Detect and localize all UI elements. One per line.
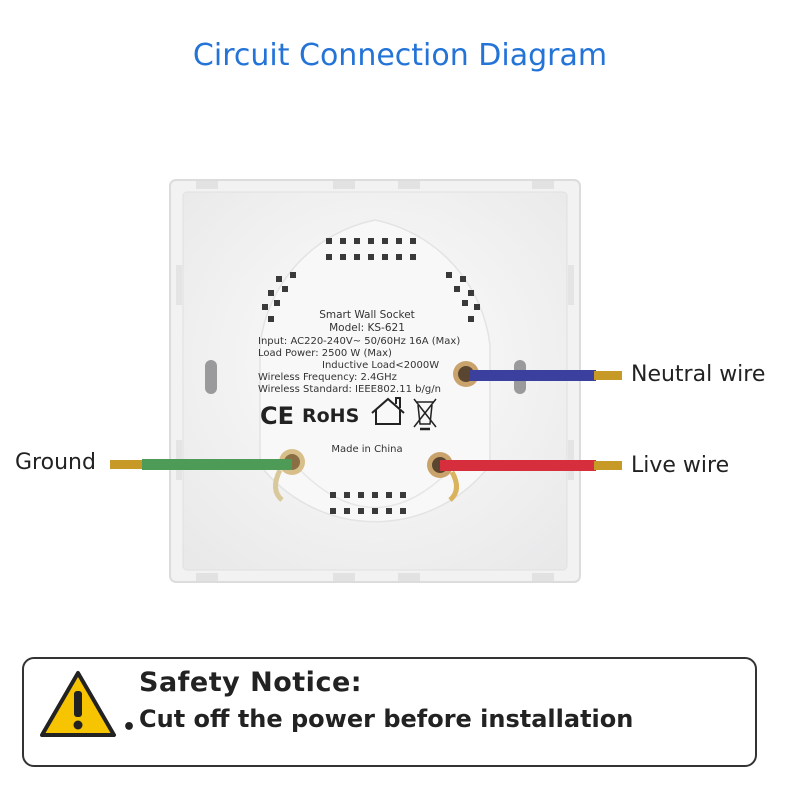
vent-holes-bottom <box>330 492 406 514</box>
ground-label: Ground <box>15 450 96 475</box>
vent-holes-left <box>262 272 296 322</box>
safety-notice-box: Safety Notice: • Cut off the power befor… <box>22 657 757 767</box>
ground-wire <box>110 459 292 470</box>
mounting-hole-left <box>205 360 217 394</box>
house-icon <box>371 397 405 425</box>
safety-notice-text: Cut off the power before installation <box>139 705 634 733</box>
safety-notice-title: Safety Notice: <box>139 667 363 698</box>
bullet-point: • <box>122 715 137 740</box>
socket-diagram: Smart Wall Socket Model: KS-621 Input: A… <box>110 179 622 583</box>
device-inductive-load: Inductive Load<2000W <box>322 360 439 371</box>
page-title: Circuit Connection Diagram <box>192 38 608 73</box>
device-input: Input: AC220-240V~ 50/60Hz 16A (Max) <box>258 336 460 347</box>
neutral-wire-label: Neutral wire <box>631 362 766 387</box>
device-wireless-frequency: Wireless Frequency: 2.4GHz <box>258 372 397 383</box>
vent-holes-right <box>446 272 480 322</box>
warning-triangle-icon <box>40 671 116 737</box>
ce-mark: CE <box>260 402 294 430</box>
live-wire-label: Live wire <box>631 453 730 478</box>
made-in-label: Made in China <box>331 444 402 455</box>
rohs-mark: RoHS <box>302 405 359 427</box>
neutral-wire <box>470 370 622 381</box>
ground-terminal-lead <box>273 468 284 502</box>
device-load-power: Load Power: 2500 W (Max) <box>258 348 392 359</box>
live-wire <box>440 460 622 471</box>
device-wireless-standard: Wireless Standard: IEEE802.11 b/g/n <box>258 384 441 395</box>
device-model: Model: KS-621 <box>329 322 405 334</box>
vent-holes-top <box>326 238 416 260</box>
weee-bin-icon <box>413 398 437 431</box>
device-name: Smart Wall Socket <box>319 309 415 321</box>
